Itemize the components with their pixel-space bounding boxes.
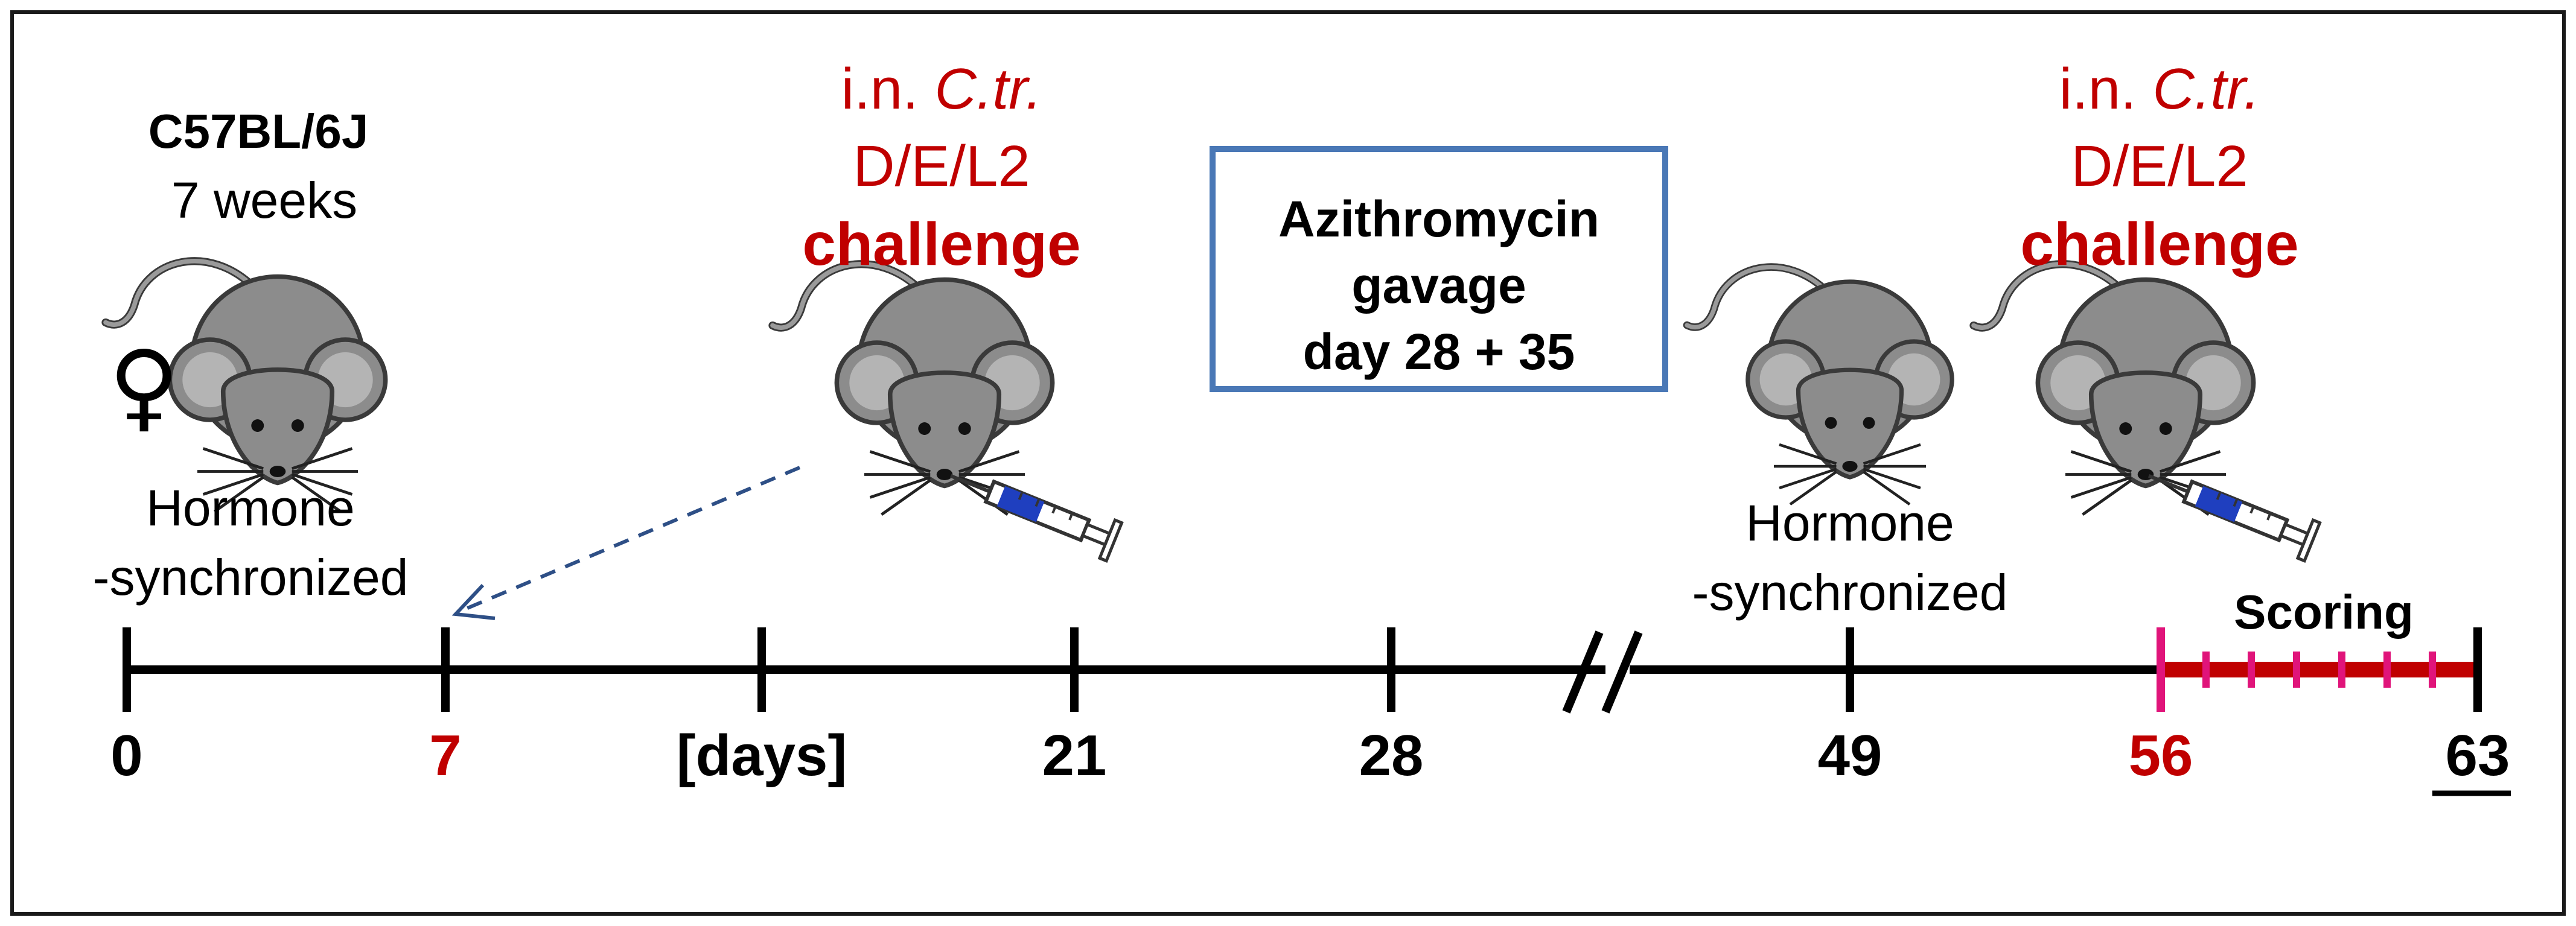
- treatment-box: Azithromycin gavage day 28 + 35: [1210, 146, 1668, 392]
- strain-label: C57BL/6J: [148, 104, 369, 158]
- tick-label: 63: [2445, 723, 2510, 788]
- challenge-route: i.n. C.tr.: [841, 57, 1042, 121]
- tick-label: 0: [110, 723, 143, 788]
- mouse-icon: [773, 264, 1053, 515]
- arrow-head-icon: [451, 583, 496, 620]
- tick-label: 49: [1817, 723, 1883, 788]
- treatment-line3: day 28 + 35: [1302, 323, 1575, 380]
- tick-label: 21: [1042, 723, 1107, 788]
- challenge-serovar: D/E/L2: [2071, 134, 2248, 198]
- treatment-line1: Azithromycin: [1278, 191, 1600, 247]
- tick-label: 28: [1359, 723, 1424, 788]
- dashed-arrow: [464, 466, 801, 611]
- age-label: 7 weeks: [171, 172, 358, 229]
- challenge-title: challenge: [2020, 211, 2299, 278]
- challenge-title: challenge: [802, 211, 1081, 278]
- challenge-serovar: D/E/L2: [853, 134, 1030, 198]
- axis-break-mark: [1562, 630, 1604, 714]
- mouse-icon: [1687, 267, 1952, 504]
- hormone-label-line1: Hormone: [146, 480, 355, 536]
- challenge-route: i.n. C.tr.: [2059, 57, 2260, 121]
- mouse-icon: [1974, 264, 2254, 515]
- tick-label: [days]: [676, 723, 847, 788]
- hormone-label-line1: Hormone: [1745, 495, 1954, 551]
- hormone-label-line2: -synchronized: [1692, 564, 2008, 621]
- axis-break-mark: [1601, 630, 1643, 714]
- female-icon: ♀: [109, 329, 180, 442]
- hormone-label-line2: -synchronized: [92, 549, 409, 606]
- treatment-line2: gavage: [1351, 257, 1526, 314]
- scoring-label: Scoring: [2234, 585, 2414, 639]
- tick-label: 7: [429, 723, 462, 788]
- tick-label: 56: [2128, 723, 2193, 788]
